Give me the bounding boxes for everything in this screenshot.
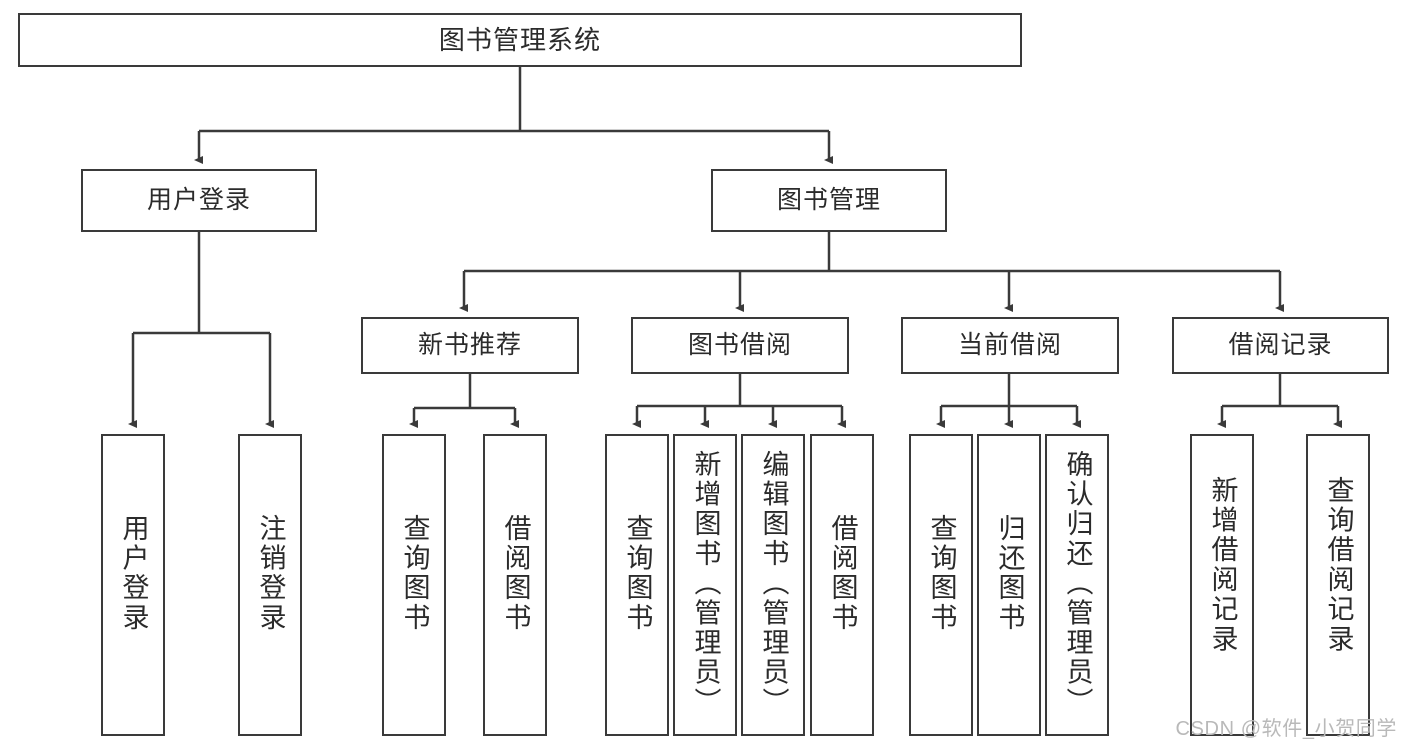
leaf-query-book-1-label: 查询图书 bbox=[399, 514, 430, 633]
node-book-borrow-label: 图书借阅 bbox=[687, 331, 792, 359]
node-current-borrow[interactable]: 当前借阅 bbox=[901, 317, 1119, 374]
node-user-login[interactable]: 用户登录 bbox=[81, 169, 317, 232]
leaf-edit-book[interactable]: 编辑图书（管理员） bbox=[741, 434, 805, 736]
leaf-borrow-book-1[interactable]: 借阅图书 bbox=[483, 434, 547, 736]
leaf-user-login[interactable]: 用户登录 bbox=[101, 434, 165, 736]
node-borrow-record-label: 借阅记录 bbox=[1228, 331, 1333, 359]
node-new-book-rec[interactable]: 新书推荐 bbox=[361, 317, 579, 374]
leaf-borrow-book-2[interactable]: 借阅图书 bbox=[810, 434, 874, 736]
leaf-edit-book-label: 编辑图书（管理员） bbox=[758, 450, 789, 718]
leaf-confirm-return[interactable]: 确认归还（管理员） bbox=[1045, 434, 1109, 736]
leaf-return-book[interactable]: 归还图书 bbox=[977, 434, 1041, 736]
leaf-logout[interactable]: 注销登录 bbox=[238, 434, 302, 736]
node-user-login-label: 用户登录 bbox=[146, 186, 251, 214]
node-root[interactable]: 图书管理系统 bbox=[18, 13, 1022, 67]
leaf-query-book-3[interactable]: 查询图书 bbox=[909, 434, 973, 736]
leaf-return-book-label: 归还图书 bbox=[994, 514, 1025, 633]
node-book-borrow[interactable]: 图书借阅 bbox=[631, 317, 849, 374]
leaf-query-record[interactable]: 查询借阅记录 bbox=[1306, 434, 1370, 736]
node-book-manage[interactable]: 图书管理 bbox=[711, 169, 947, 232]
leaf-borrow-book-2-label: 借阅图书 bbox=[827, 514, 858, 633]
leaf-query-book-2[interactable]: 查询图书 bbox=[605, 434, 669, 736]
leaf-logout-label: 注销登录 bbox=[255, 514, 286, 633]
watermark: CSDN @软件_小贺同学 bbox=[1175, 718, 1397, 740]
node-borrow-record[interactable]: 借阅记录 bbox=[1172, 317, 1389, 374]
leaf-query-record-label: 查询借阅记录 bbox=[1323, 476, 1354, 655]
leaf-query-book-1[interactable]: 查询图书 bbox=[382, 434, 446, 736]
leaf-query-book-2-label: 查询图书 bbox=[622, 514, 653, 633]
node-current-borrow-label: 当前借阅 bbox=[957, 331, 1062, 359]
node-root-label: 图书管理系统 bbox=[438, 24, 602, 55]
leaf-query-book-3-label: 查询图书 bbox=[926, 514, 957, 633]
leaf-add-record-label: 新增借阅记录 bbox=[1207, 476, 1238, 655]
node-book-manage-label: 图书管理 bbox=[776, 186, 881, 214]
leaf-add-book-label: 新增图书（管理员） bbox=[690, 450, 721, 718]
leaf-confirm-return-label: 确认归还（管理员） bbox=[1062, 450, 1093, 718]
leaf-borrow-book-1-label: 借阅图书 bbox=[500, 514, 531, 633]
leaf-add-record[interactable]: 新增借阅记录 bbox=[1190, 434, 1254, 736]
leaf-add-book[interactable]: 新增图书（管理员） bbox=[673, 434, 737, 736]
node-new-book-rec-label: 新书推荐 bbox=[417, 331, 522, 359]
leaf-user-login-label: 用户登录 bbox=[118, 514, 149, 633]
